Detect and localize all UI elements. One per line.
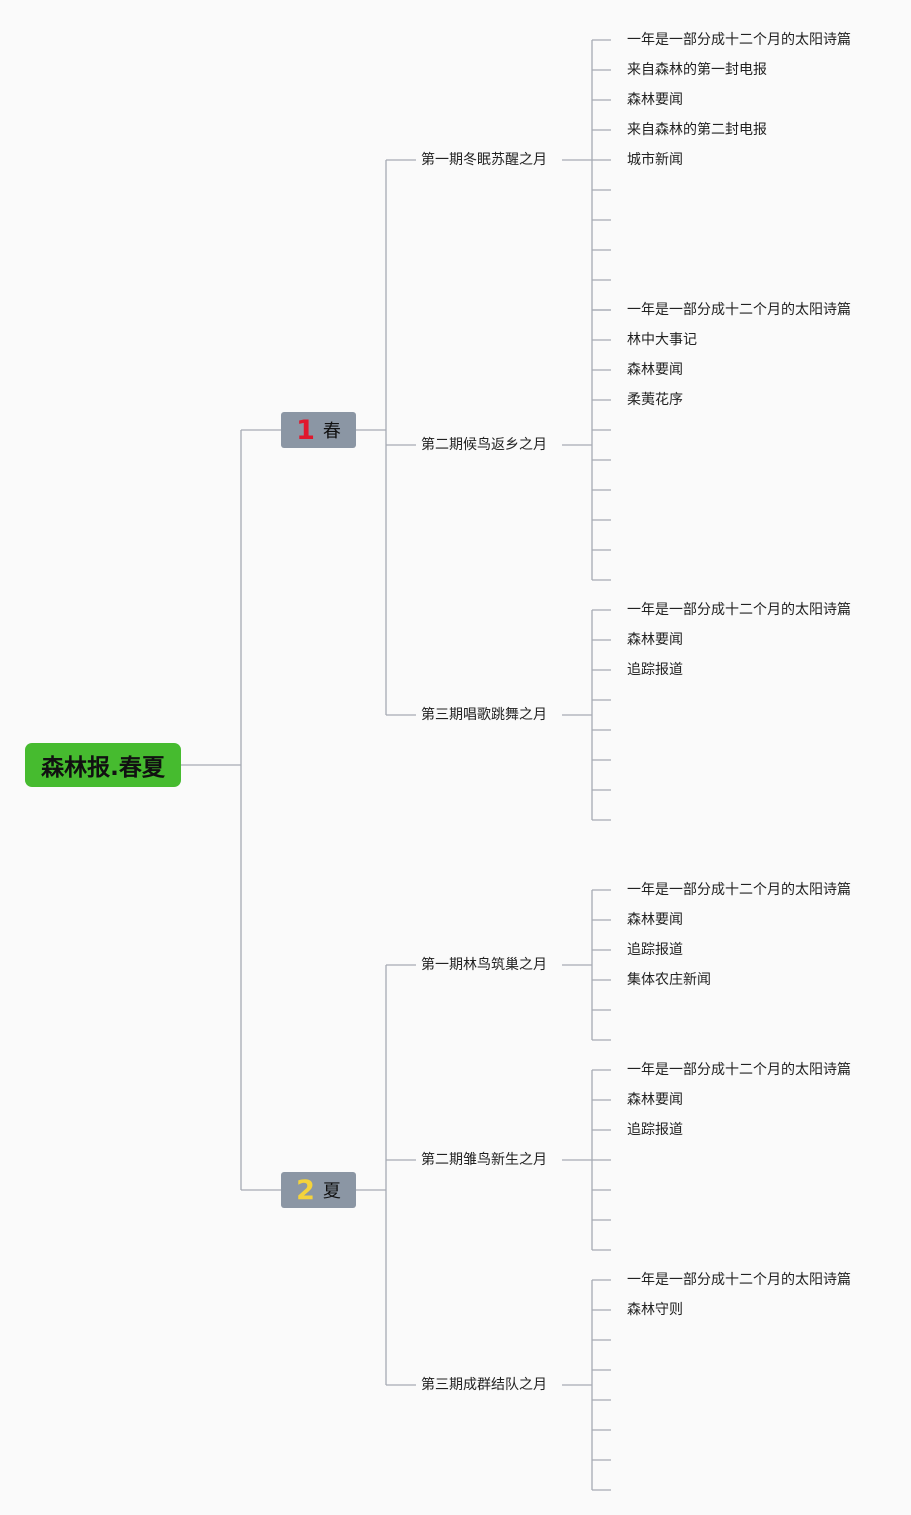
issue-node[interactable]: 第二期雏鸟新生之月 xyxy=(421,1152,547,1168)
issue-node[interactable]: 第一期冬眠苏醒之月 xyxy=(421,152,547,168)
topic-item[interactable]: 一年是一部分成十二个月的太阳诗篇 xyxy=(627,882,851,898)
season-number-marker: 1 xyxy=(296,414,315,446)
root-label: 森林报.春夏 xyxy=(41,755,165,781)
root-node[interactable]: 森林报.春夏 xyxy=(25,743,181,787)
season-label: 夏 xyxy=(322,1181,341,1202)
issue-node[interactable]: 第二期候鸟返乡之月 xyxy=(421,437,547,453)
topic-item[interactable]: 森林要闻 xyxy=(627,632,683,648)
topic-item[interactable]: 城市新闻 xyxy=(627,152,683,168)
topic-item[interactable]: 森林要闻 xyxy=(627,362,683,378)
topic-item[interactable]: 柔荑花序 xyxy=(627,392,683,408)
issue-node[interactable]: 第一期林鸟筑巢之月 xyxy=(421,957,547,973)
topic-item[interactable]: 森林守则 xyxy=(627,1302,683,1318)
topic-item[interactable]: 一年是一部分成十二个月的太阳诗篇 xyxy=(627,602,851,618)
topic-item[interactable]: 森林要闻 xyxy=(627,1092,683,1108)
topic-item[interactable]: 一年是一部分成十二个月的太阳诗篇 xyxy=(627,1272,851,1288)
topic-item[interactable]: 一年是一部分成十二个月的太阳诗篇 xyxy=(627,1062,851,1078)
topic-item[interactable]: 森林要闻 xyxy=(627,912,683,928)
topic-item[interactable]: 一年是一部分成十二个月的太阳诗篇 xyxy=(627,32,851,48)
topic-item[interactable]: 林中大事记 xyxy=(627,332,697,348)
topic-item[interactable]: 来自森林的第二封电报 xyxy=(627,122,767,138)
issue-node[interactable]: 第三期唱歌跳舞之月 xyxy=(421,707,547,723)
season-number-marker: 2 xyxy=(296,1174,315,1206)
season-label: 春 xyxy=(322,421,341,442)
topic-item[interactable]: 追踪报道 xyxy=(627,1122,683,1138)
issue-node[interactable]: 第三期成群结队之月 xyxy=(421,1377,547,1393)
topic-item[interactable]: 追踪报道 xyxy=(627,942,683,958)
topic-item[interactable]: 来自森林的第一封电报 xyxy=(627,62,767,78)
topic-item[interactable]: 一年是一部分成十二个月的太阳诗篇 xyxy=(627,302,851,318)
topic-item[interactable]: 森林要闻 xyxy=(627,92,683,108)
topic-item[interactable]: 集体农庄新闻 xyxy=(627,972,711,988)
topic-item[interactable]: 追踪报道 xyxy=(627,662,683,678)
